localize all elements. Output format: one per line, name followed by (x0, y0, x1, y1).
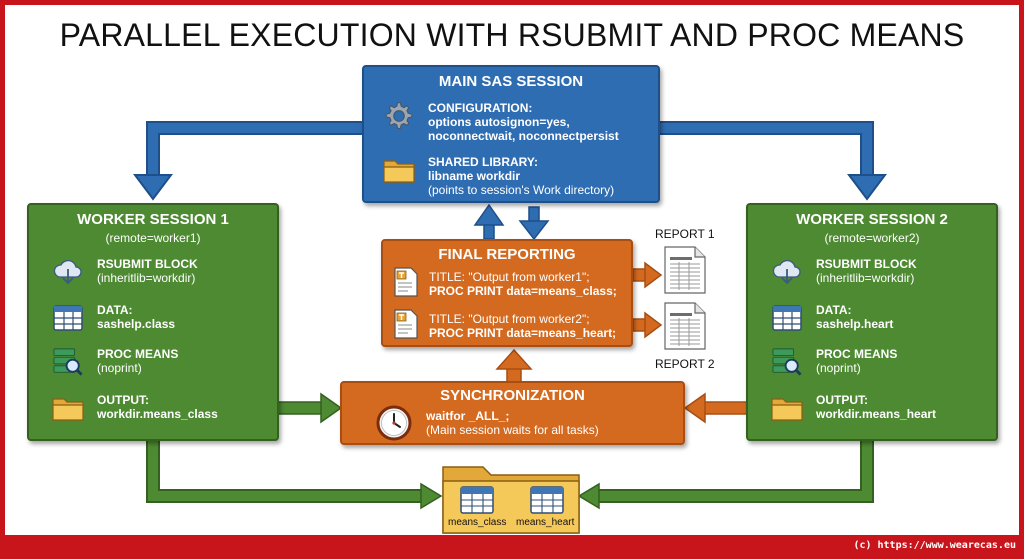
worker2-data-row: DATA:sashelp.heart (770, 303, 893, 333)
worker2-means-detail: (noprint) (816, 361, 861, 375)
gear-icon (385, 102, 413, 129)
connector-arrows (133, 121, 887, 510)
shared-library-line-1: libname workdir (428, 169, 521, 183)
arrow-to-report-1 (632, 261, 663, 289)
folder-icon (383, 160, 415, 183)
report-2-document-icon (664, 302, 706, 350)
worker2-means-title: PROC MEANS (816, 347, 898, 361)
clock-icon (376, 405, 412, 441)
server-search-icon (772, 348, 802, 376)
config-row: CONFIGURATION: options autosignon=yes, n… (382, 101, 619, 143)
worker1-means-row: PROC MEANS(noprint) (51, 347, 178, 377)
waitfor-note: (Main session waits for all tasks) (426, 423, 599, 437)
server-search-icon (53, 348, 83, 376)
folder-icon (771, 398, 803, 421)
waitfor-statement: waitfor _ALL_; (426, 409, 510, 423)
worker2-subtitle: (remote=worker2) (824, 231, 920, 245)
arrow-to-report-2 (632, 311, 663, 339)
worker-session-1-box: WORKER SESSION 1 (remote=worker1) RSUBMI… (27, 203, 279, 441)
arrow-main-to-worker2 (660, 121, 887, 201)
diagram-title: PARALLEL EXECUTION WITH RSUBMIT AND PROC… (59, 17, 965, 53)
final-reporting-box: FINAL REPORTING TITLE: "Output from work… (381, 239, 633, 347)
worker1-rsubmit-detail: (inheritlib=workdir) (97, 271, 196, 285)
worker-session-2-box: WORKER SESSION 2 (remote=worker2) RSUBMI… (746, 203, 998, 441)
report-1-document-icon (664, 246, 706, 294)
table-icon (53, 305, 83, 331)
report-item-2: TITLE: "Output from worker2";PROC PRINT … (393, 309, 616, 340)
report-item-1-line-2: PROC PRINT data=means_class; (429, 284, 617, 298)
means-heart-table-icon (530, 486, 564, 514)
worker1-data-row: DATA:sashelp.class (51, 303, 175, 333)
worker2-output-row: OUTPUT:workdir.means_heart (770, 393, 936, 423)
worker2-title: WORKER SESSION 2 (796, 211, 948, 228)
report-item-2-line-2: PROC PRINT data=means_heart; (429, 326, 617, 340)
arrow-worker2-to-sync (683, 392, 750, 424)
worker2-rsubmit-title: RSUBMIT BLOCK (816, 257, 917, 271)
waitfor-row: waitfor _ALL_;(Main session waits for al… (376, 405, 599, 441)
worker1-means-detail: (noprint) (97, 361, 142, 375)
table-icon (772, 305, 802, 331)
arrow-main-to-reporting (518, 206, 550, 241)
worker2-rsubmit-detail: (inheritlib=workdir) (816, 271, 915, 285)
worker1-subtitle: (remote=worker1) (105, 231, 201, 245)
worker2-data-title: DATA: (816, 303, 852, 317)
worker2-output-title: OUTPUT: (816, 393, 868, 407)
arrow-main-to-worker1 (133, 121, 362, 201)
report-2-label: REPORT 2 (655, 357, 715, 371)
arrow-reporting-to-main (473, 203, 505, 240)
final-reporting-title: FINAL REPORTING (438, 246, 576, 263)
synchronization-title: SYNCHRONIZATION (440, 387, 585, 404)
worker2-output-detail: workdir.means_heart (816, 407, 937, 421)
config-line-2: noconnectwait, noconnectpersist (428, 129, 619, 143)
worker1-rsubmit-title: RSUBMIT BLOCK (97, 257, 198, 271)
synchronization-box: SYNCHRONIZATION waitfor _ALL_;(Main sess… (340, 381, 685, 445)
worker2-rsubmit-row: RSUBMIT BLOCK(inheritlib=workdir) (770, 257, 917, 287)
report-item-1: TITLE: "Output from worker1";PROC PRINT … (393, 267, 617, 298)
report-item-1-line-1: TITLE: "Output from worker1"; (429, 270, 590, 284)
worker1-data-detail: sashelp.class (97, 317, 176, 331)
means-class-label: means_class (448, 517, 507, 528)
config-line-1: options autosignon=yes, (428, 115, 570, 129)
worker1-output-title: OUTPUT: (97, 393, 149, 407)
cloud-download-icon (772, 259, 801, 285)
main-session-title: MAIN SAS SESSION (438, 73, 584, 90)
arrow-worker2-to-folder (577, 440, 874, 510)
folder-icon (52, 398, 84, 421)
report-item-2-line-1: TITLE: "Output from worker2"; (429, 312, 590, 326)
worker1-rsubmit-row: RSUBMIT BLOCK(inheritlib=workdir) (51, 257, 198, 287)
copyright-footer: (c) https://www.wearecas.eu (853, 540, 1016, 551)
shared-library-title: SHARED LIBRARY: (428, 155, 538, 169)
report-1-label: REPORT 1 (655, 227, 715, 241)
shared-library-row: SHARED LIBRARY: libname workdir (points … (382, 155, 614, 197)
config-title: CONFIGURATION: (428, 101, 533, 115)
worker2-means-row: PROC MEANS(noprint) (770, 347, 897, 377)
worker1-output-detail: workdir.means_class (97, 407, 218, 421)
means-heart-label: means_heart (516, 517, 575, 528)
arrow-sync-to-reporting (495, 348, 533, 386)
cloud-download-icon (53, 259, 82, 285)
means-class-table-icon (460, 486, 494, 514)
document-icon (394, 309, 418, 339)
worker1-output-row: OUTPUT:workdir.means_class (51, 393, 218, 423)
worker2-data-detail: sashelp.heart (816, 317, 894, 331)
document-icon (394, 267, 418, 297)
worker1-means-title: PROC MEANS (97, 347, 179, 361)
arrow-worker1-to-sync (276, 392, 343, 424)
arrow-worker1-to-folder (146, 440, 443, 510)
diagram-canvas: PARALLEL EXECUTION WITH RSUBMIT AND PROC… (5, 5, 1019, 535)
worker1-title: WORKER SESSION 1 (77, 211, 229, 228)
main-sas-session-box: MAIN SAS SESSION CONFIGURATION: options … (362, 65, 660, 203)
shared-library-line-2: (points to session's Work directory) (428, 183, 615, 197)
worker1-data-title: DATA: (97, 303, 133, 317)
